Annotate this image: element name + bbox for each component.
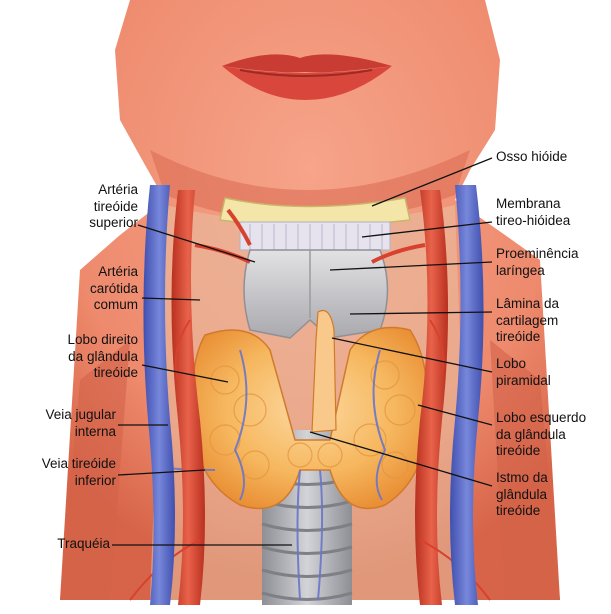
label-lobo-esquerdo: Lobo esquerdo da glândula tireóide — [496, 410, 608, 460]
label-traqueia: Traquéia — [20, 536, 110, 553]
label-lamina-cartilagem-tireoide: Lâmina da cartilagem tireóide — [496, 296, 608, 346]
label-lobo-piramidal: Lobo piramidal — [496, 356, 608, 389]
label-osso-hioide: Osso hióide — [496, 149, 608, 166]
label-veia-jugular-interna: Veia jugular interna — [2, 407, 116, 440]
label-lobo-direito: Lobo direito da glândula tireóide — [4, 332, 138, 382]
label-veia-tireoide-inferior: Veia tireóide inferior — [2, 456, 116, 489]
label-membrana-tireo-hioidea: Membrana tireo-hióidea — [496, 196, 608, 229]
thyroid-cartilage — [244, 250, 388, 338]
label-istmo: Istmo da glândula tireóide — [496, 470, 608, 520]
label-proeminencia-laringea: Proeminência laríngea — [496, 246, 608, 279]
label-arteria-carotida-comum: Artéria carótida comum — [18, 264, 138, 314]
label-arteria-tireoide-superior: Artéria tireóide superior — [18, 182, 138, 232]
